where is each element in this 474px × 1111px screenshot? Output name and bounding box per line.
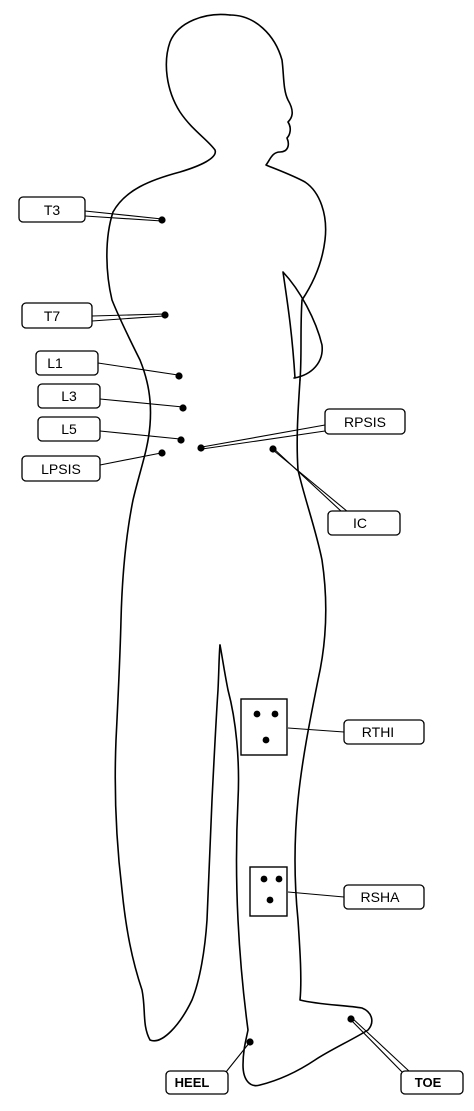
label-rpsis-box <box>324 408 406 435</box>
label-heel: HEEL <box>165 1070 229 1095</box>
label-ic: IC <box>327 510 401 536</box>
label-lpsis-text: LPSIS <box>41 461 81 477</box>
toe-leader <box>351 1017 411 1073</box>
label-l1-box <box>35 350 99 376</box>
ic-leader-lower <box>272 449 349 513</box>
label-rthi-text: RTHI <box>362 724 394 740</box>
label-rpsis-text: RPSIS <box>344 414 386 430</box>
label-l1-text: L1 <box>47 355 63 371</box>
label-rsha-box <box>343 884 425 910</box>
label-heel-box <box>165 1070 229 1095</box>
rthi-marker-2 <box>271 710 279 718</box>
lpsis-leader <box>99 452 162 466</box>
l1-leader <box>97 362 179 376</box>
l5-leader <box>99 430 181 440</box>
label-toe-text: TOE <box>415 1075 442 1090</box>
l3-leader <box>99 398 184 408</box>
ic-marker <box>269 445 277 453</box>
label-l1: L1 <box>35 350 99 376</box>
l5-marker <box>177 436 185 444</box>
label-rpsis: RPSIS <box>324 408 406 435</box>
t7-marker <box>161 311 169 319</box>
label-l5: L5 <box>37 416 101 442</box>
label-l3-box <box>37 383 101 409</box>
label-toe-box <box>400 1070 464 1095</box>
rsha-marker-3 <box>266 896 274 904</box>
label-t7-text: T7 <box>44 308 61 324</box>
label-ic-text: IC <box>353 515 367 531</box>
label-t3-text: T3 <box>44 202 61 218</box>
toe-marker <box>347 1015 355 1023</box>
rpsis-leader-lower <box>201 430 326 450</box>
rthi-marker-1 <box>253 710 261 718</box>
label-l5-box <box>37 416 101 442</box>
shank-marker-plate <box>249 866 288 917</box>
thigh-marker-plate <box>240 698 288 756</box>
leader-lines <box>84 210 411 1075</box>
label-rthi-box <box>343 719 425 745</box>
label-l3: L3 <box>37 383 101 409</box>
label-rsha: RSHA <box>343 884 425 910</box>
l3-marker <box>179 404 187 412</box>
body-outline-front <box>229 14 327 381</box>
rthi-leader <box>287 727 345 733</box>
label-l5-text: L5 <box>61 421 77 437</box>
t3-leader <box>84 210 163 220</box>
rsha-marker-1 <box>260 875 268 883</box>
lpsis-marker <box>158 449 166 457</box>
label-rthi: RTHI <box>343 719 425 745</box>
label-rsha-text: RSHA <box>361 889 401 905</box>
heel-leader <box>225 1041 251 1073</box>
arm-outline <box>282 271 323 379</box>
body-silhouette <box>106 13 373 1087</box>
label-toe: TOE <box>400 1070 464 1095</box>
markers <box>158 216 355 1046</box>
label-lpsis-box <box>21 455 101 482</box>
label-t7-box <box>21 302 93 329</box>
toe-leader-lower <box>351 1020 405 1075</box>
ic-leader <box>272 447 343 513</box>
rthi-marker-3 <box>262 736 270 744</box>
l1-marker <box>175 372 183 380</box>
label-t7: T7 <box>21 302 93 329</box>
rsha-marker-2 <box>275 875 283 883</box>
t7-leader-lower <box>91 315 165 322</box>
t7-leader <box>91 313 165 317</box>
label-ic-box <box>327 510 401 536</box>
label-t3: T3 <box>18 196 86 223</box>
body-outline-back <box>106 13 231 1042</box>
right-leg-outline <box>219 379 373 1087</box>
rpsis-leader <box>201 424 326 448</box>
t3-marker <box>158 216 166 224</box>
label-heel-text: HEEL <box>175 1075 210 1090</box>
label-t3-box <box>18 196 86 223</box>
label-l3-text: L3 <box>61 388 77 404</box>
heel-marker <box>246 1038 254 1046</box>
label-lpsis: LPSIS <box>21 455 101 482</box>
rpsis-marker <box>197 444 205 452</box>
rsha-leader <box>287 891 345 898</box>
t3-leader-lower <box>84 215 163 222</box>
